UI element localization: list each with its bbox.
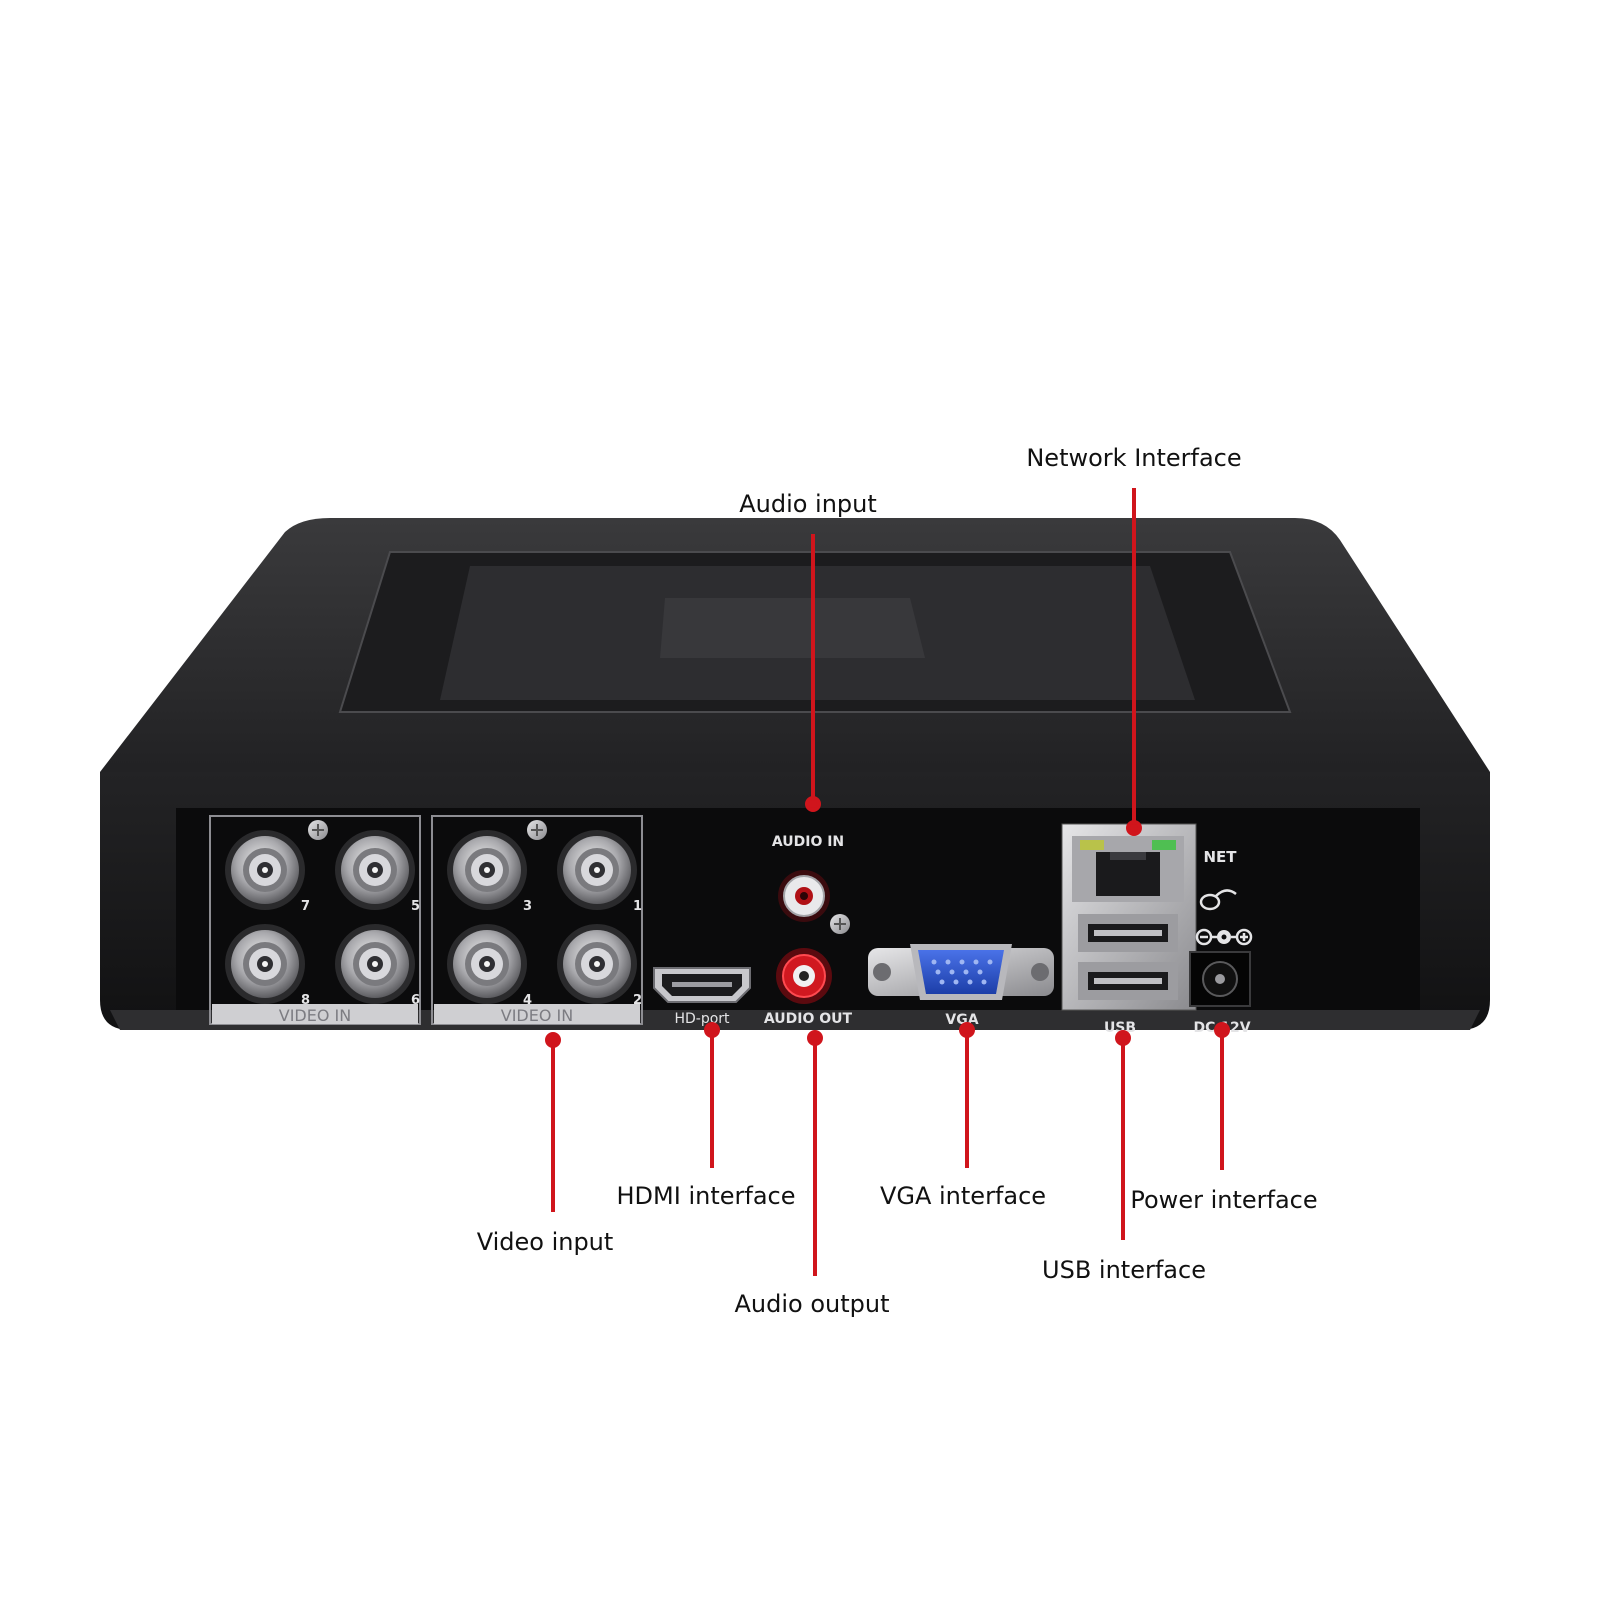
callout-dot-audio-out bbox=[807, 1030, 823, 1046]
video-in-label-right: VIDEO IN bbox=[501, 1006, 573, 1025]
screw-icon bbox=[308, 820, 328, 840]
callout-vga-interface: VGA interface bbox=[879, 1182, 1047, 1210]
channel-number: 3 bbox=[523, 899, 532, 914]
channel-number: 5 bbox=[411, 899, 420, 914]
bnc-connector-icon bbox=[447, 924, 527, 1004]
screw-icon bbox=[830, 914, 850, 934]
callout-audio-output: Audio output bbox=[734, 1290, 890, 1318]
video-input-block-left: VIDEO IN bbox=[209, 815, 421, 1025]
mouse-icon bbox=[1199, 889, 1237, 911]
callout-dot-vga bbox=[959, 1022, 975, 1038]
rj45-port-icon bbox=[1072, 836, 1184, 902]
usb-port-icon bbox=[1078, 914, 1178, 952]
callout-dot-usb bbox=[1115, 1030, 1131, 1046]
rca-jack-icon bbox=[778, 870, 830, 922]
video-input-block-right: VIDEO IN bbox=[431, 815, 643, 1025]
callout-audio-input: Audio input bbox=[739, 490, 877, 518]
channel-number: 6 bbox=[411, 993, 420, 1008]
channel-number: 2 bbox=[633, 993, 642, 1008]
usb-port-icon bbox=[1078, 962, 1178, 1000]
audio-in-label: AUDIO IN bbox=[772, 834, 844, 850]
bnc-connector-icon bbox=[225, 830, 305, 910]
dc-polarity-icon bbox=[1195, 928, 1253, 946]
channel-number: 1 bbox=[633, 899, 642, 914]
bnc-connectors: 7 5 8 6 3 1 4 2 bbox=[225, 830, 642, 1008]
dc-power-jack bbox=[1189, 951, 1251, 1007]
audio-out-label: AUDIO OUT bbox=[764, 1011, 853, 1027]
channel-number: 7 bbox=[301, 899, 310, 914]
vga-port-icon bbox=[868, 944, 1054, 1000]
callout-network-interface: Network Interface bbox=[1026, 444, 1242, 472]
callout-lines bbox=[545, 488, 1230, 1276]
callout-hdmi-interface: HDMI interface bbox=[616, 1182, 796, 1210]
hdmi-port-icon bbox=[653, 967, 751, 1003]
bnc-connector-icon bbox=[447, 830, 527, 910]
hd-port-label: HD-port bbox=[674, 1011, 730, 1027]
channel-number: 8 bbox=[301, 993, 310, 1008]
device-top bbox=[100, 518, 1490, 800]
rca-jack-icon bbox=[776, 948, 832, 1004]
callout-video-input: Video input bbox=[476, 1228, 614, 1256]
bnc-connector-icon bbox=[335, 830, 415, 910]
bnc-connector-icon bbox=[335, 924, 415, 1004]
screw-icon bbox=[527, 820, 547, 840]
callout-dot-video-in bbox=[545, 1032, 561, 1048]
callout-dot-network bbox=[1126, 820, 1142, 836]
bnc-connector-icon bbox=[557, 924, 637, 1004]
callout-power-interface: Power interface bbox=[1130, 1186, 1318, 1214]
callout-usb-interface: USB interface bbox=[1042, 1256, 1206, 1284]
callout-dot-power bbox=[1214, 1022, 1230, 1038]
bnc-connector-icon bbox=[225, 924, 305, 1004]
callout-dot-hdmi bbox=[704, 1022, 720, 1038]
callout-dot-audio-in bbox=[805, 796, 821, 812]
channel-number: 4 bbox=[523, 993, 532, 1008]
bnc-connector-icon bbox=[557, 830, 637, 910]
video-in-label-left: VIDEO IN bbox=[279, 1006, 351, 1025]
net-label: NET bbox=[1203, 848, 1237, 866]
